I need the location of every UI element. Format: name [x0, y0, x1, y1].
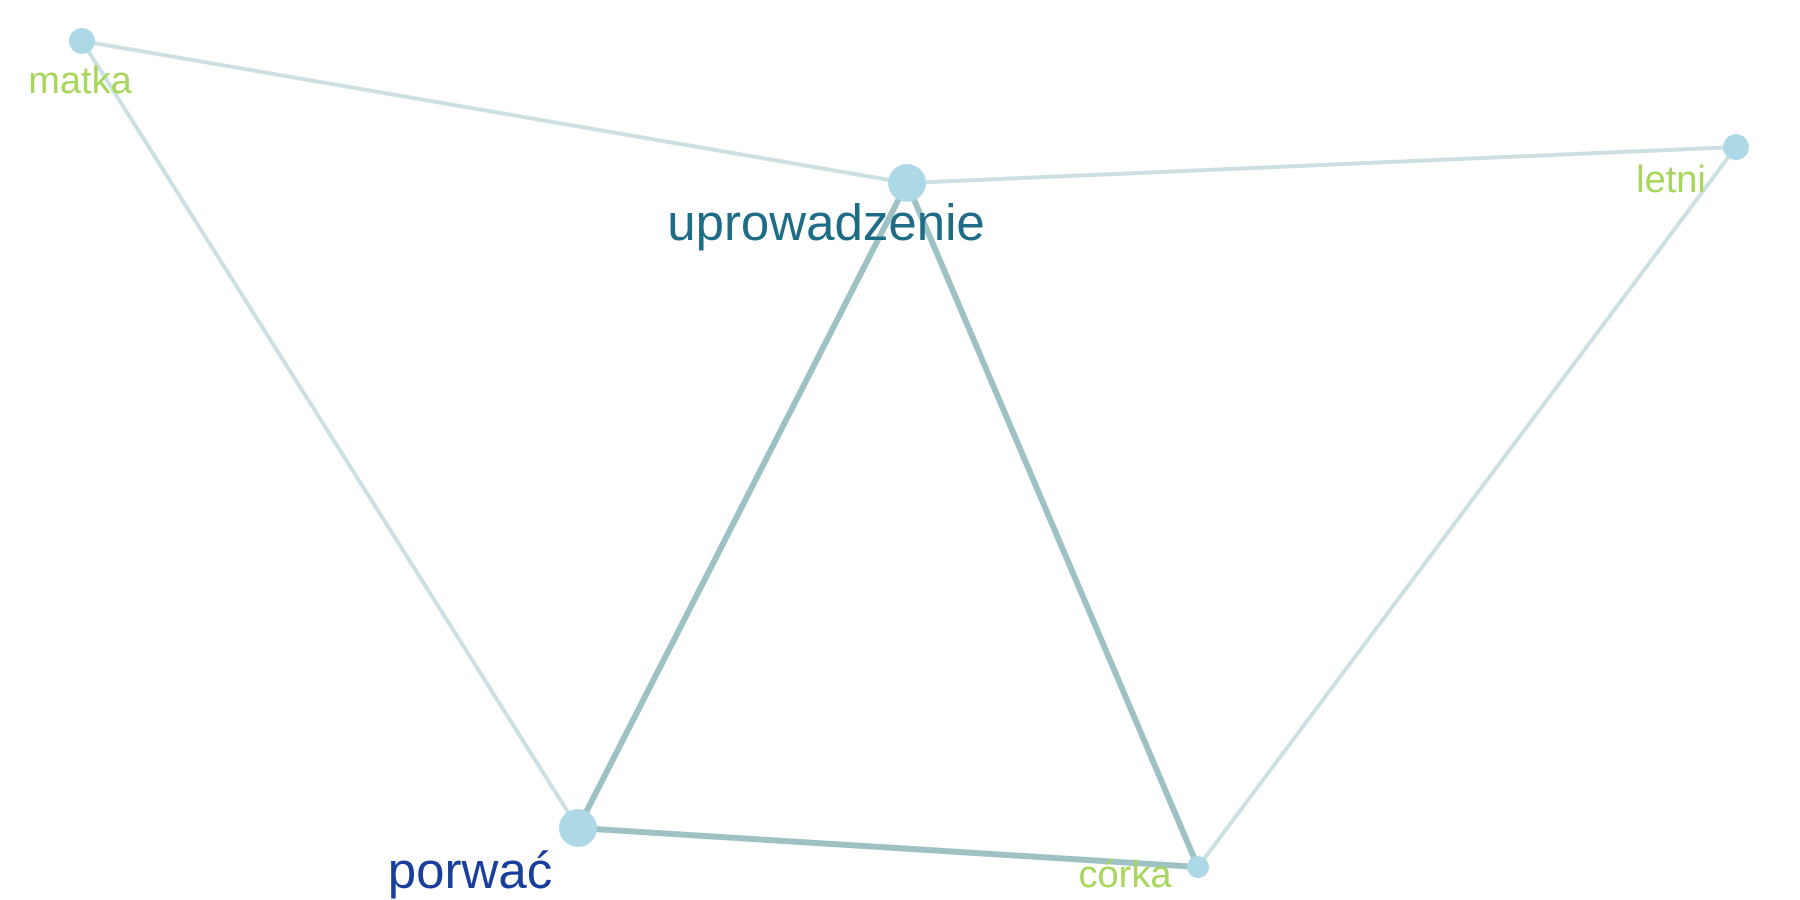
node-letni	[1723, 134, 1749, 160]
nodes-layer	[69, 28, 1749, 878]
node-matka	[69, 28, 95, 54]
edge-porwac-corka	[575, 825, 1201, 870]
edge-uprowadzenie-corka	[904, 180, 1201, 870]
node-label-letni: letni	[1636, 159, 1706, 201]
node-label-matka: matka	[28, 60, 132, 102]
edge-uprowadzenie-letni	[905, 145, 1738, 185]
node-porwac	[559, 809, 597, 847]
node-label-uprowadzenie: uprowadzenie	[667, 194, 985, 251]
node-label-corka: córka	[1079, 854, 1173, 896]
node-label-porwac: porwać	[388, 842, 552, 899]
edge-uprowadzenie-porwac	[575, 180, 910, 831]
edge-matka-porwac	[80, 39, 580, 830]
edge-letni-corka	[1196, 145, 1738, 869]
edges-layer	[80, 39, 1738, 870]
node-uprowadzenie	[888, 164, 926, 202]
edge-matka-uprowadzenie	[80, 39, 909, 185]
labels-layer: uprowadzenie porwać matka letni córka	[28, 60, 1706, 899]
node-corka	[1187, 856, 1209, 878]
